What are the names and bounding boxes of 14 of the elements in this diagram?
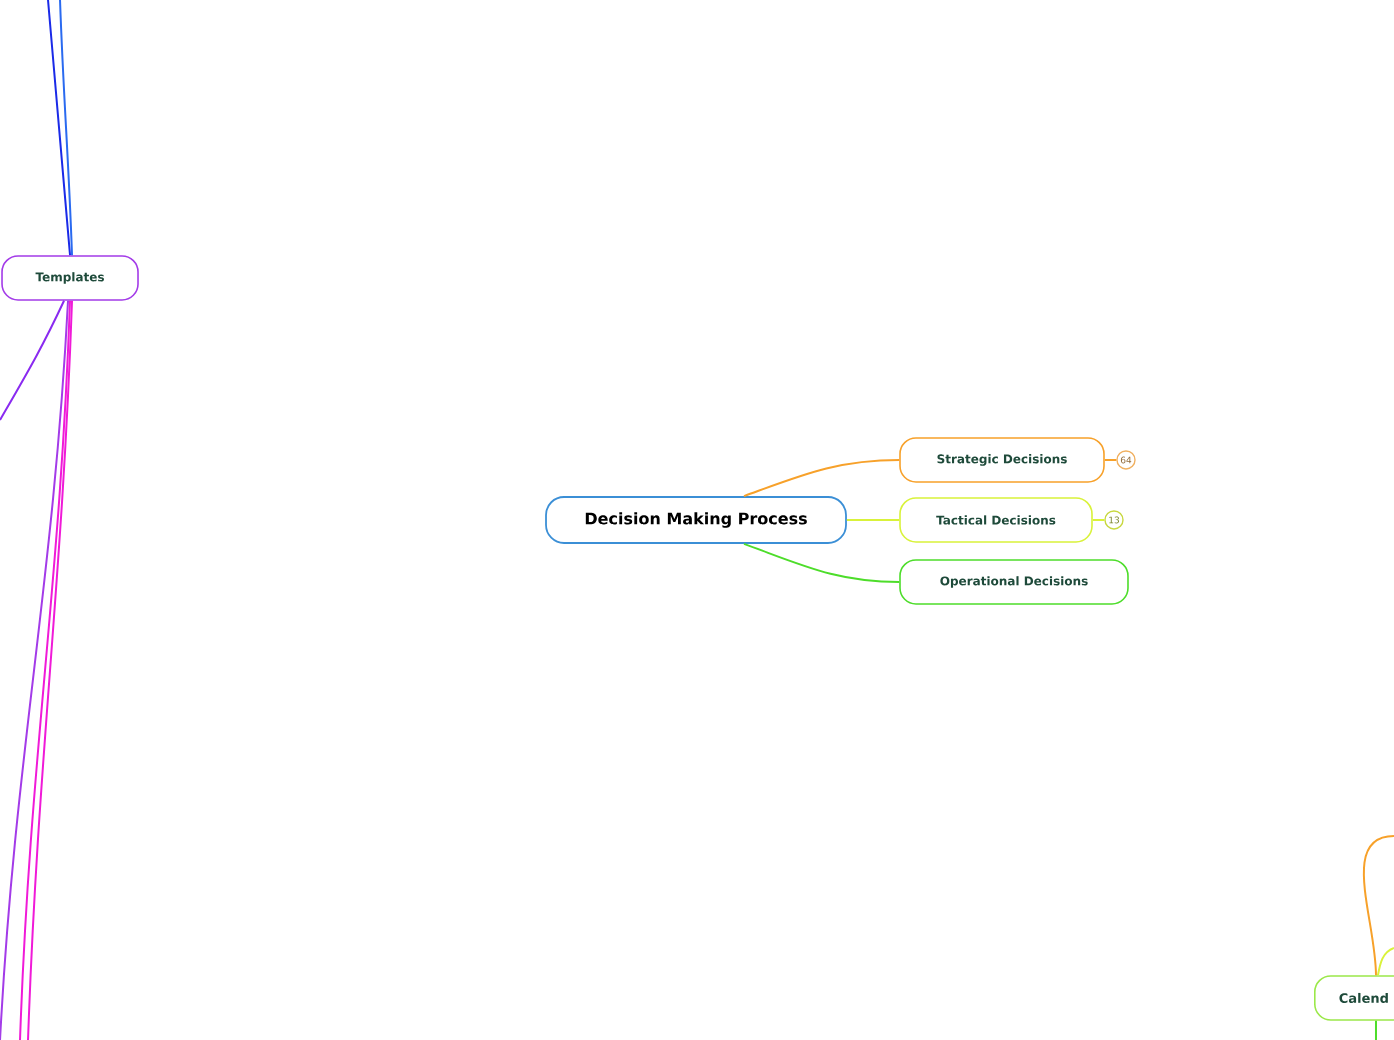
connector-line (1362, 835, 1394, 977)
connector-line (743, 542, 901, 583)
connector-line (19, 299, 71, 1040)
connector-line (47, 0, 71, 257)
connector-line (743, 459, 901, 498)
connector-line (1103, 459, 1118, 461)
connector-line (845, 519, 901, 521)
connector-line (1375, 1019, 1377, 1040)
connector-line (0, 299, 65, 421)
central-topic-box: Decision Making Process (545, 496, 847, 544)
connector-line (1091, 519, 1106, 521)
connector-line (27, 299, 73, 1040)
connector-line (59, 0, 73, 257)
connector-line (1377, 946, 1394, 977)
